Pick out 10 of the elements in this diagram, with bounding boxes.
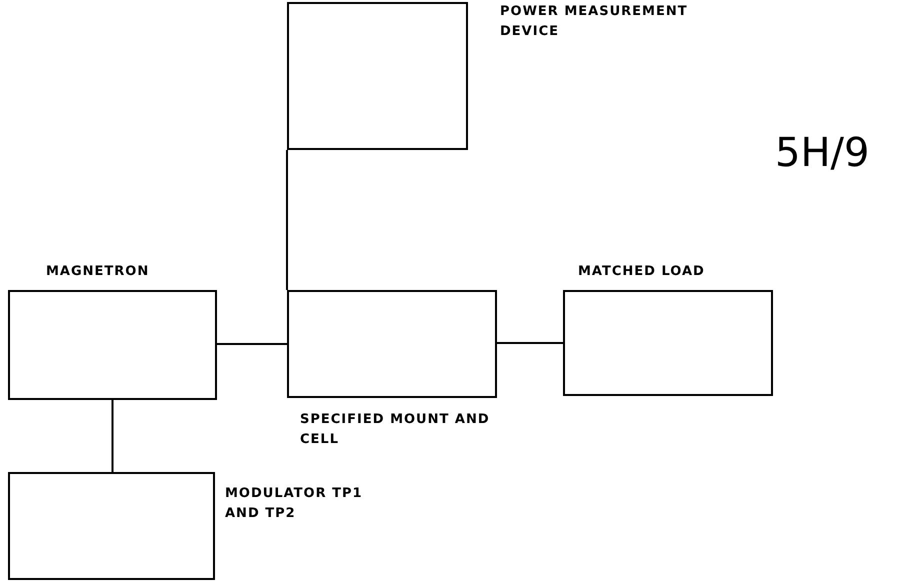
block-label: MAGNETRON [46,263,150,281]
connector-line [112,400,114,472]
block-label: POWER MEASUREMENT DEVICE [500,3,689,41]
connector-line [497,342,563,344]
block-label: MATCHED LOAD [578,263,706,281]
figure-number: 5H/9 [775,129,870,178]
connector-line [217,343,287,345]
block-label: SPECIFIED MOUNT AND CELL [300,411,490,449]
block-label: MODULATOR TP1 AND TP2 [225,485,364,523]
connector-line [286,150,288,290]
